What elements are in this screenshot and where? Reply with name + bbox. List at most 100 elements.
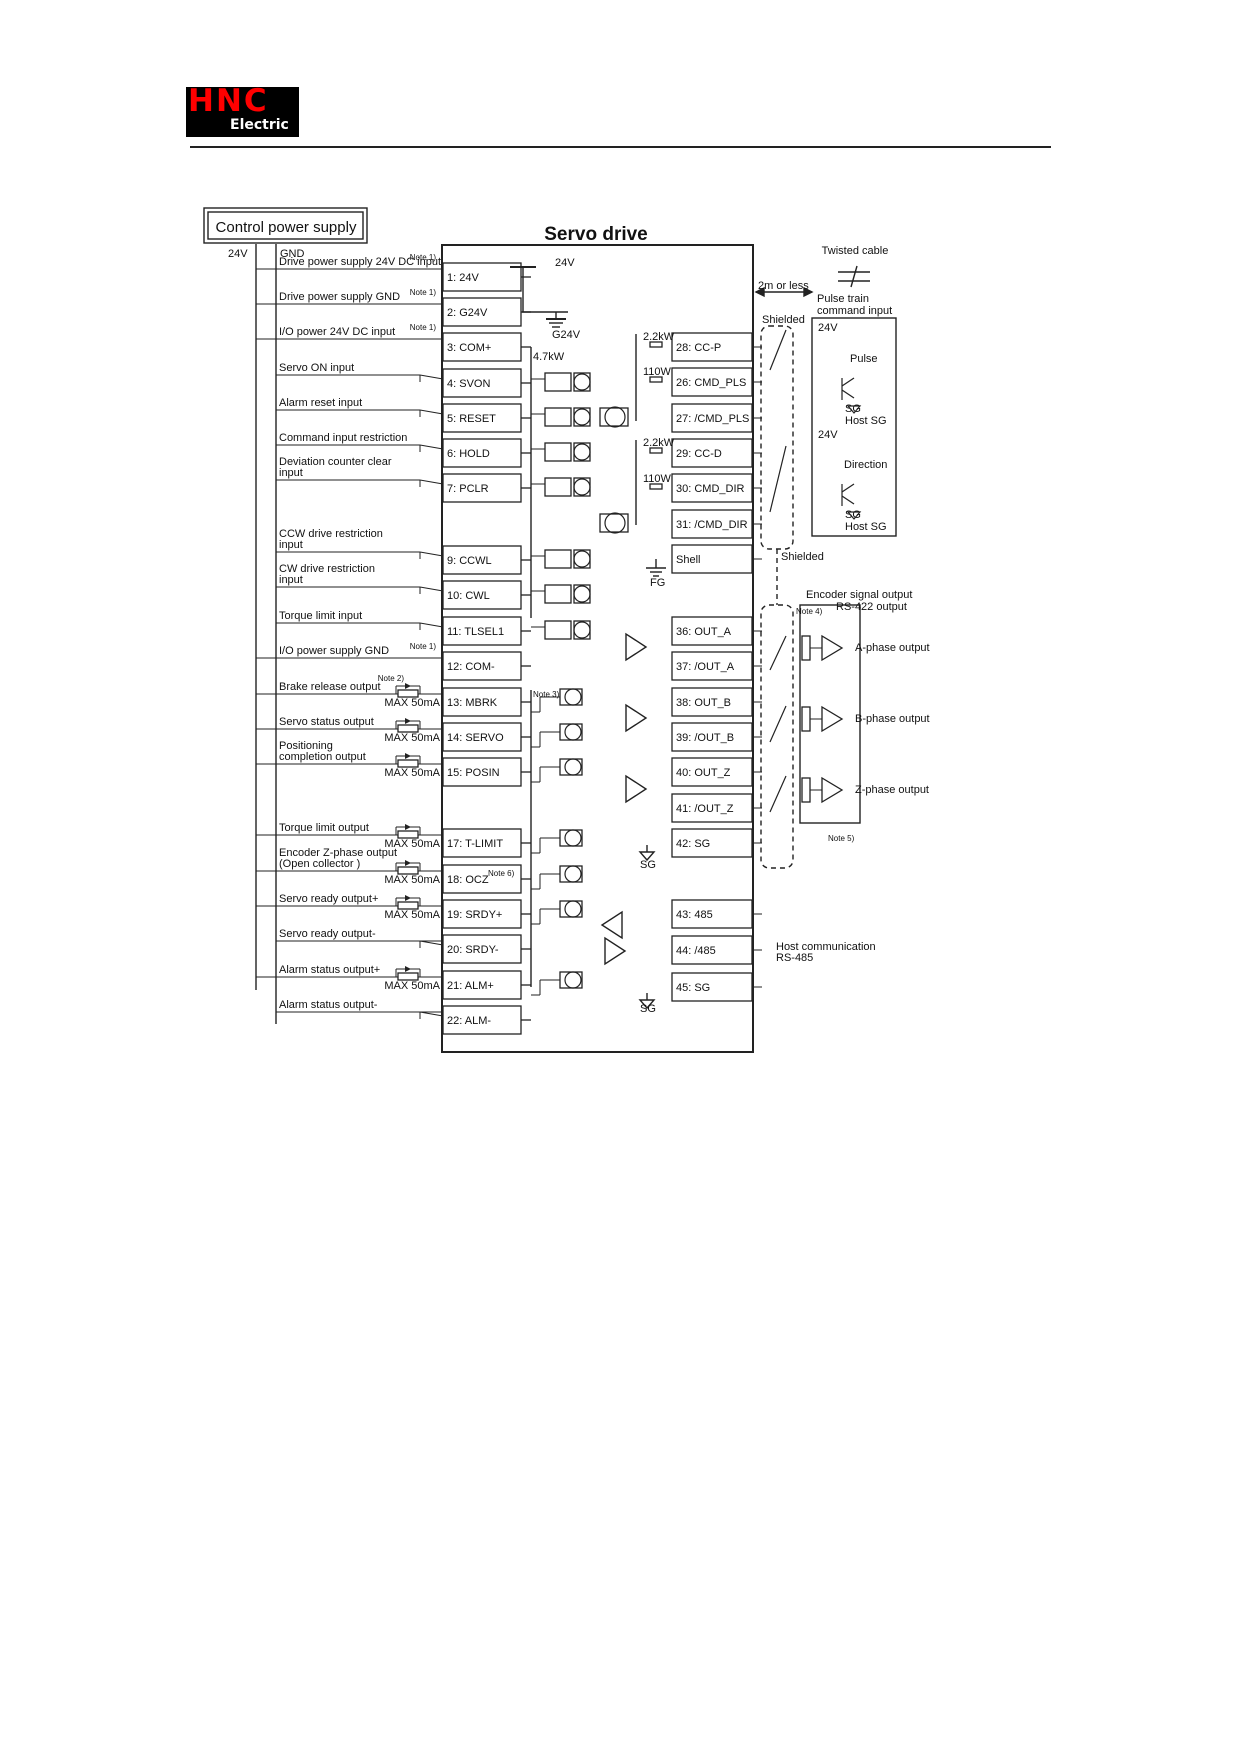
right-pin-label-30: 30: CMD_DIR bbox=[676, 483, 745, 495]
right-pin-label-38: 38: OUT_B bbox=[676, 697, 731, 709]
pin-label-4: 4: SVON bbox=[447, 378, 490, 390]
label-note6: Note 6) bbox=[488, 869, 515, 878]
diode-14 bbox=[405, 718, 411, 724]
right-pin-label-31: 31: /CMD_DIR bbox=[676, 519, 748, 531]
diode-15 bbox=[405, 753, 411, 759]
pin-label-20: 20: SRDY- bbox=[447, 944, 499, 956]
res-2k2-p bbox=[649, 341, 663, 348]
opto-out-circle-2 bbox=[564, 758, 582, 776]
opto-circle-0 bbox=[573, 373, 591, 391]
note-2: Note 1) bbox=[410, 288, 437, 297]
res-label-4k7: 4.7kW bbox=[533, 351, 565, 363]
label-sg-45: SG bbox=[640, 1003, 656, 1015]
pin-label-13: 13: MBRK bbox=[447, 697, 498, 709]
res-label-110-p: 110W bbox=[643, 366, 672, 378]
twisted-diag-4 bbox=[769, 775, 787, 813]
signal-label-20: Servo ready output- bbox=[279, 928, 376, 940]
pin-label-14: 14: SERVO bbox=[447, 732, 504, 744]
label-g24v: G24V bbox=[552, 329, 581, 341]
signal-label-13: Brake release output bbox=[279, 681, 381, 693]
right-pin-label-29: 29: CC-D bbox=[676, 448, 722, 460]
note-3: Note 1) bbox=[410, 323, 437, 332]
pulse-opto-0 bbox=[599, 407, 629, 427]
opto-circle-3 bbox=[573, 478, 591, 496]
signal-label-15: completion output bbox=[279, 751, 366, 763]
signal-label-1: Drive power supply 24V DC input bbox=[279, 256, 441, 268]
resistor-19 bbox=[397, 901, 419, 910]
label-distance: 2m or less bbox=[758, 280, 809, 292]
host-sg-symbol-0 bbox=[846, 405, 862, 414]
twisted-diag-3 bbox=[769, 705, 787, 743]
max-label-17: MAX 50mA bbox=[384, 838, 440, 850]
signal-label-7: Deviation counter clear bbox=[279, 456, 392, 468]
res-110-d bbox=[649, 483, 663, 490]
right-pin-label-45: 45: SG bbox=[676, 982, 710, 994]
signal-label-7: input bbox=[279, 467, 303, 479]
pulse-opto-circle-0 bbox=[604, 406, 626, 428]
pin-label-2: 2: G24V bbox=[447, 307, 488, 319]
label-host-comm-1: Host communication bbox=[776, 941, 876, 953]
control-power-label: Control power supply bbox=[216, 219, 357, 236]
diode-13 bbox=[405, 683, 411, 689]
label-sg-pulse: SG bbox=[845, 403, 861, 415]
pin-label-21: 21: ALM+ bbox=[447, 980, 494, 992]
signal-label-14: Servo status output bbox=[279, 716, 374, 728]
enc-receiver-2 bbox=[821, 776, 844, 804]
pin-label-11: 11: TLSEL1 bbox=[447, 626, 504, 638]
max-label-13: MAX 50mA bbox=[384, 697, 440, 709]
header-rule bbox=[190, 146, 1051, 148]
opto-out-circle-6 bbox=[564, 971, 582, 989]
max-label-21: MAX 50mA bbox=[384, 980, 440, 992]
signal-label-5: Alarm reset input bbox=[279, 397, 362, 409]
pulse-opto-1 bbox=[599, 513, 629, 533]
resistor-18 bbox=[397, 866, 419, 875]
label-b-phase: B-phase output bbox=[855, 713, 930, 725]
opto-out-circle-0 bbox=[564, 688, 582, 706]
host-sg-symbol-1 bbox=[846, 511, 862, 520]
switch-blade-11 bbox=[419, 622, 444, 628]
signal-label-10: input bbox=[279, 574, 303, 586]
switch-blade-10 bbox=[419, 586, 444, 592]
pin-label-12: 12: COM- bbox=[447, 661, 495, 673]
pin-label-10: 10: CWL bbox=[447, 590, 490, 602]
enc-resistor-0 bbox=[801, 635, 811, 661]
label-fg: FG bbox=[650, 577, 665, 589]
pin-label-18: 18: OCZ bbox=[447, 874, 489, 886]
res-label-110-d: 110W bbox=[643, 473, 672, 485]
label-note4: Note 4) bbox=[796, 607, 823, 616]
resistor-14 bbox=[397, 724, 419, 733]
signal-label-19: Servo ready output+ bbox=[279, 893, 378, 905]
right-pin-label-27: 27: /CMD_PLS bbox=[676, 413, 749, 425]
switch-blade-6 bbox=[419, 444, 444, 450]
opto-out-circle-3 bbox=[564, 829, 582, 847]
opto-in-2 bbox=[544, 442, 572, 462]
label-shielded-shell: Shielded bbox=[781, 551, 824, 563]
label-twisted-cable: Twisted cable bbox=[822, 245, 889, 257]
signal-label-6: Command input restriction bbox=[279, 432, 407, 444]
host-transistor-e-0 bbox=[841, 389, 855, 399]
servo-drive-title: Servo drive bbox=[544, 224, 648, 245]
label-shielded-top: Shielded bbox=[762, 314, 805, 326]
enc-receiver-1 bbox=[821, 705, 844, 733]
pin-label-22: 22: ALM- bbox=[447, 1015, 491, 1027]
label-note5: Note 5) bbox=[828, 834, 855, 843]
switch-blade-5 bbox=[419, 409, 444, 415]
right-pin-label-39: 39: /OUT_B bbox=[676, 732, 734, 744]
resistor-17 bbox=[397, 830, 419, 839]
opto-out-circle-5 bbox=[564, 900, 582, 918]
signal-label-3: I/O power 24V DC input bbox=[279, 326, 395, 338]
signal-label-12: I/O power supply GND bbox=[279, 645, 389, 657]
right-pin-label-26: 26: CMD_PLS bbox=[676, 377, 746, 389]
rail-label-24v: 24V bbox=[228, 248, 248, 260]
host-transistor-c-1 bbox=[841, 483, 855, 493]
right-pin-label-Shell: Shell bbox=[676, 554, 700, 566]
right-pin-label-44: 44: /485 bbox=[676, 945, 716, 957]
pin-label-1: 1: 24V bbox=[447, 272, 479, 284]
label-host-sg-dir: Host SG bbox=[845, 521, 887, 533]
host-transistor-c-0 bbox=[841, 377, 855, 387]
pin-label-6: 6: HOLD bbox=[447, 448, 490, 460]
pin-label-9: 9: CCWL bbox=[447, 555, 492, 567]
res-label-2k2-p: 2.2kW bbox=[643, 331, 675, 343]
opto-in-6 bbox=[544, 620, 572, 640]
